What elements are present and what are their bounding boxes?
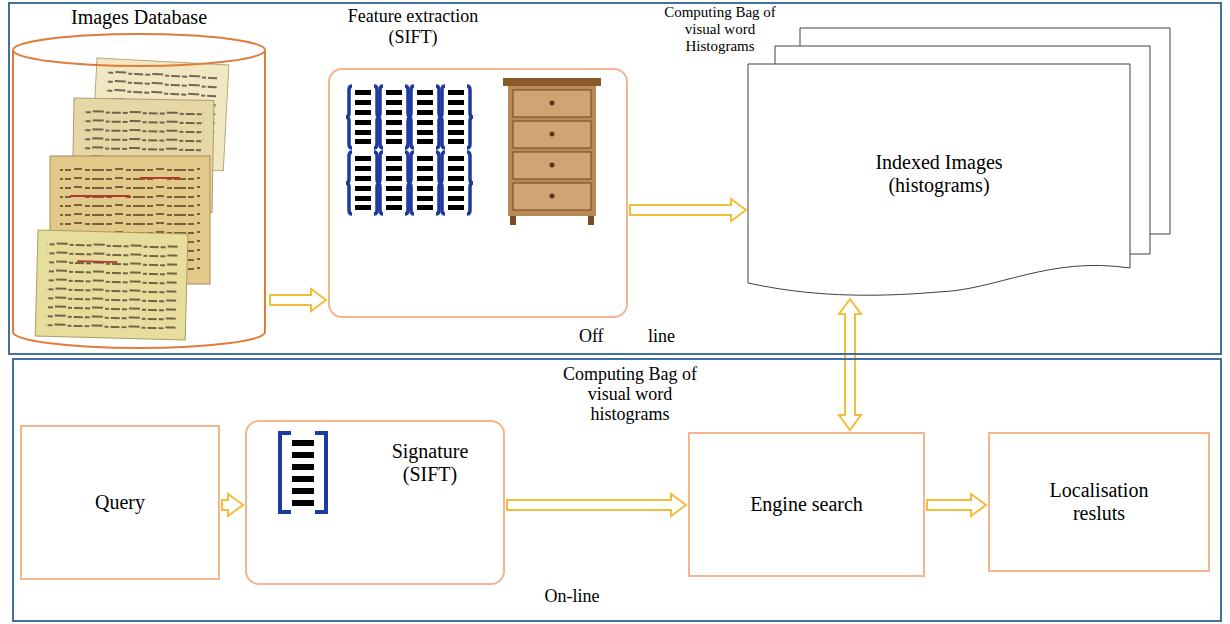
panel-label: Off line	[557, 326, 697, 347]
illustration-part	[377, 86, 411, 148]
illustration-part	[346, 86, 380, 148]
search-engine-box: Engine search	[688, 432, 925, 577]
signature-box: Signature (SIFT)	[245, 420, 505, 585]
indexed-images-stack: Indexed Images (histograms)	[748, 28, 1172, 297]
illustration-part	[35, 230, 188, 340]
text-holder: On-line	[502, 586, 642, 607]
query-box: Query	[20, 425, 220, 580]
illustration-part	[77, 261, 117, 262]
illustration-part	[346, 152, 380, 214]
text-holder: Engine search	[690, 434, 923, 575]
drawer-cabinet	[503, 78, 601, 225]
node-label: Localisation resluts	[1039, 479, 1159, 525]
illustration-part	[510, 216, 516, 225]
node-label: Signature (SIFT)	[375, 440, 485, 486]
text-holder: Images Database	[10, 6, 268, 29]
illustration-part	[550, 132, 555, 137]
illustration-part	[513, 90, 591, 117]
text-holder: Indexed Images (histograms)	[748, 64, 1130, 284]
illustration-part	[45, 240, 177, 329]
illustration-part	[439, 86, 473, 148]
illustration-part	[315, 433, 326, 512]
node-label: Query	[95, 491, 145, 514]
illustration-part	[292, 452, 314, 458]
block-arrow	[222, 494, 243, 516]
illustration-part	[550, 101, 555, 106]
illustration-part	[408, 86, 442, 148]
block-arrow	[270, 289, 326, 311]
illustration-part	[513, 152, 591, 179]
block-arrow	[507, 494, 686, 516]
node-heading: Feature extraction (SIFT)	[328, 6, 498, 47]
sift-descriptor-grid	[346, 86, 473, 214]
block-arrow	[927, 494, 986, 516]
illustration-part	[508, 86, 596, 216]
illustration-part	[550, 194, 555, 199]
illustration-part	[292, 464, 314, 470]
signature-descriptor	[280, 433, 326, 512]
manuscript-pages	[35, 58, 229, 340]
illustration-part	[292, 476, 314, 482]
node-label: Indexed Images (histograms)	[849, 151, 1029, 197]
node-heading: Images Database	[10, 6, 268, 29]
block-arrow	[839, 299, 861, 430]
illustration-part	[292, 440, 314, 446]
node-label: Engine search	[750, 493, 863, 516]
text-holder: Localisation resluts	[990, 434, 1208, 570]
panel-label: On-line	[502, 586, 642, 607]
feature-extraction-box: Feature extraction (SIFT)	[328, 6, 628, 318]
illustration-part	[439, 152, 473, 214]
cylinder-outline	[10, 6, 268, 352]
illustration-part	[292, 488, 314, 494]
results-box: Localisation resluts	[988, 432, 1210, 572]
block-arrow	[630, 199, 746, 221]
edge-label: Computing Bag of visual word Histograms	[655, 4, 785, 54]
illustration-part	[513, 183, 591, 210]
illustration-part	[588, 216, 594, 225]
illustration-part	[377, 152, 411, 214]
illustration-part	[513, 121, 591, 148]
illustration-part	[503, 78, 601, 86]
text-holder: Query	[22, 427, 218, 578]
database-cylinder: Images Database	[10, 6, 268, 352]
text-holder: Feature extraction (SIFT)	[328, 6, 498, 47]
illustration-part	[292, 500, 314, 506]
text-holder: Off line	[557, 326, 697, 347]
illustration-part	[408, 152, 442, 214]
text-holder: Signature (SIFT)	[375, 440, 485, 486]
illustration-part	[70, 178, 180, 236]
illustration-part	[35, 230, 188, 340]
offline-panel: Off line Images Database Feature extractio…	[8, 2, 1222, 355]
text-holder: Computing Bag of visual word histograms	[550, 364, 710, 424]
illustration-part	[550, 163, 555, 168]
illustration-part	[280, 433, 291, 512]
rounded-box-outline	[328, 68, 628, 318]
edge-label: Computing Bag of visual word histograms	[550, 364, 710, 424]
text-holder: Computing Bag of visual word Histograms	[655, 4, 785, 54]
